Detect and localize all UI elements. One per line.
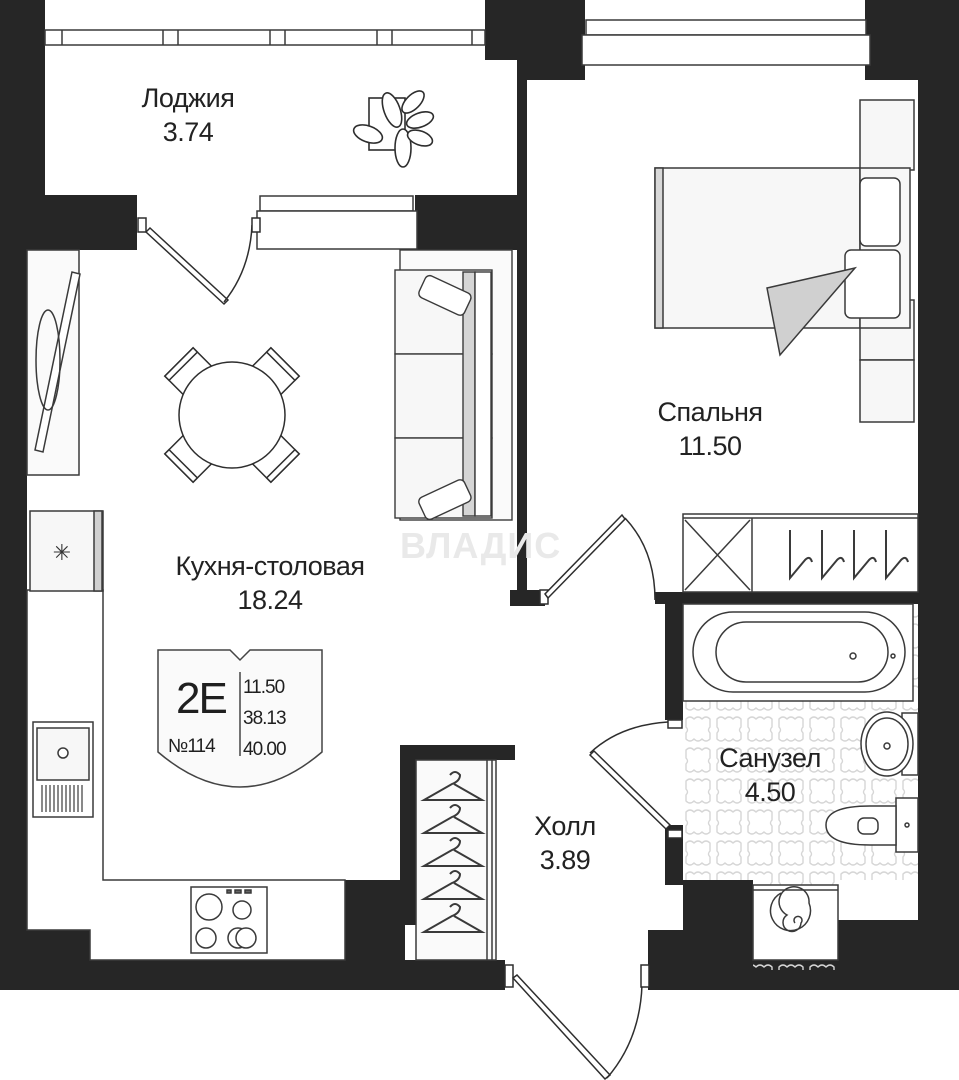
room-name: Кухня-столовая	[175, 551, 366, 581]
wardrobe-icon	[682, 513, 919, 593]
bathtub-icon	[682, 603, 914, 702]
room-name: Спальня	[657, 397, 764, 427]
wardrobe-icon	[415, 759, 497, 961]
tv-icon	[26, 249, 81, 476]
net-area: 38.13	[243, 708, 287, 729]
room-area: 11.50	[678, 430, 742, 461]
svg-text:✳: ✳	[53, 540, 71, 565]
sofa-icon	[394, 249, 513, 521]
room-name: Холл	[534, 811, 596, 841]
plant-icon	[352, 90, 435, 168]
washing-machine-icon	[752, 884, 839, 961]
room-area: 4.50	[744, 776, 796, 807]
apartment-badge-shape	[157, 649, 323, 788]
room-name: Санузел	[719, 743, 821, 773]
room-area: 3.89	[539, 844, 591, 875]
apartment-badge: 2E №114 11.50 38.13 40.00	[158, 648, 328, 768]
washbasin-icon	[860, 711, 919, 777]
total-area: 40.00	[243, 739, 287, 760]
room-area: 3.74	[162, 116, 214, 147]
dining-table-icon	[163, 346, 301, 484]
fridge-icon: ✳	[29, 510, 104, 592]
apartment-type-code: 2E	[176, 674, 228, 723]
apartment-areas: 11.50 38.13 40.00	[243, 672, 287, 765]
living-area: 11.50	[243, 677, 285, 698]
room-name: Лоджия	[141, 83, 235, 113]
room-label-hall: Холл 3.89	[500, 810, 630, 878]
watermark: ВЛАДИС	[400, 525, 562, 566]
room-label-loggia: Лоджия 3.74	[118, 82, 258, 150]
apartment-number: №114	[168, 736, 216, 757]
room-label-kitchen: Кухня-столовая 18.24	[120, 550, 420, 618]
door-icon	[137, 217, 683, 1080]
stove-icon	[190, 886, 268, 954]
toilet-icon	[825, 797, 919, 853]
room-label-bedroom: Спальня 11.50	[620, 396, 800, 464]
window-icon	[44, 19, 871, 250]
sink-icon	[32, 721, 94, 818]
room-label-bathroom: Санузел 4.50	[690, 742, 850, 810]
bed-icon	[654, 99, 915, 423]
room-area: 18.24	[237, 584, 303, 615]
